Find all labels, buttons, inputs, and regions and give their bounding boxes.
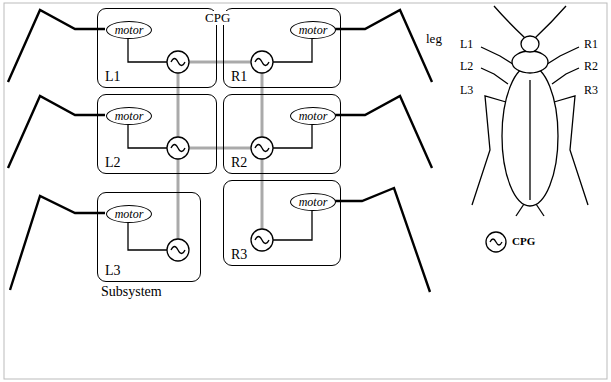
cpg-label: CPG: [203, 11, 232, 25]
cpg-symbol: [167, 51, 273, 261]
subsystem-name: R3: [231, 247, 247, 262]
motor-label: motor: [299, 110, 328, 122]
cpg-coupling: [177, 174, 180, 192]
subsystem-name: R1: [231, 69, 247, 84]
cockroach-drawing: [472, 6, 588, 216]
subsystem-box: L1 motor: [97, 8, 217, 88]
motor-oval: motor: [106, 205, 152, 223]
leg-name: L1: [460, 38, 473, 51]
cpg-coupling: [178, 62, 262, 239]
subsystem-box: R1 motor: [223, 8, 341, 88]
robot-legs: [8, 10, 432, 292]
subsystem-box: R3 motor: [223, 180, 341, 266]
subsystem-caption: Subsystem: [101, 284, 162, 299]
leg-name: R2: [584, 60, 598, 73]
subsystem-box: L3Subsystemmotor: [97, 192, 201, 282]
motor-label: motor: [299, 196, 328, 208]
leg-name: R1: [584, 38, 598, 51]
subsystem-name: L3: [105, 263, 121, 278]
motor-oval: motor: [106, 21, 152, 39]
leg-line: [335, 10, 432, 82]
motor-label: motor: [115, 110, 144, 122]
motor-oval: motor: [290, 107, 336, 125]
motor-oval: motor: [290, 193, 336, 211]
leg-label: leg: [426, 32, 442, 46]
motor-label: motor: [299, 24, 328, 36]
subsystem-box: L2 motor: [97, 94, 217, 174]
leg-line: [10, 196, 105, 290]
leg-name: R3: [584, 84, 598, 97]
leg-name: L3: [460, 84, 473, 97]
subsystem-name: L2: [105, 155, 121, 170]
motor-label: motor: [115, 24, 144, 36]
motor-wire: [128, 38, 312, 250]
subsystem-name: R2: [231, 155, 247, 170]
motor-label: motor: [115, 208, 144, 220]
leg-line: [335, 96, 432, 168]
subsystem-box: R2 motor: [223, 94, 341, 174]
leg-line: [8, 10, 105, 82]
legend-cpg-symbol: [486, 232, 506, 252]
subsystem-name: L1: [105, 69, 121, 84]
leg-name: L2: [460, 60, 473, 73]
motor-oval: motor: [106, 107, 152, 125]
leg-line: [8, 96, 105, 168]
legend-text: CPG: [512, 235, 535, 247]
frame: [4, 3, 607, 379]
motor-oval: motor: [290, 21, 336, 39]
leg-line: [335, 188, 430, 292]
